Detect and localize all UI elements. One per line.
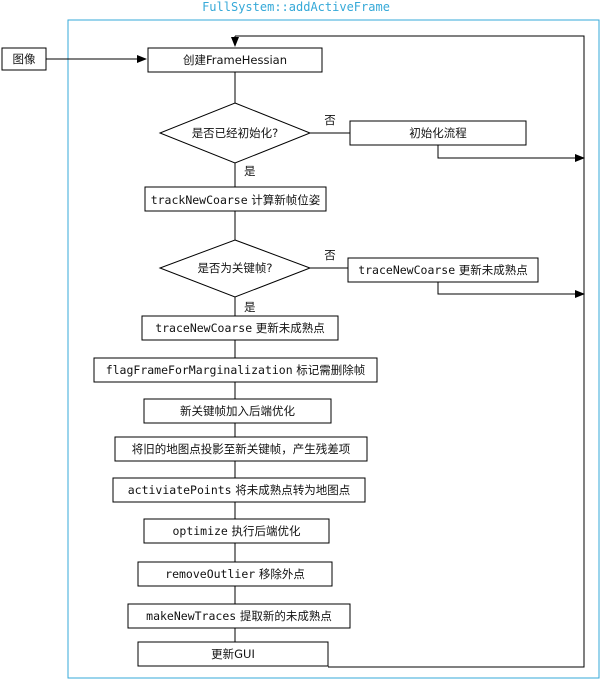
activate-box bbox=[112, 477, 366, 503]
optimize-label: optimize 执行后端优化 bbox=[172, 524, 301, 538]
optimize-box bbox=[143, 518, 330, 544]
track-label: trackNewCoarse 计算新帧位姿 bbox=[151, 193, 321, 207]
init-flow-label: 初始化流程 bbox=[409, 126, 467, 140]
add-backend-box bbox=[143, 398, 332, 424]
trace-main-box bbox=[141, 315, 339, 341]
make-box bbox=[127, 603, 351, 629]
init-flow-box bbox=[349, 120, 527, 146]
track-box bbox=[144, 186, 327, 212]
project-points-label: 将旧的地图点投影至新关键帧，产生残差项 bbox=[132, 442, 351, 456]
decision-initialized-label: 是否已经初始化? bbox=[192, 126, 279, 140]
trace-main-label: traceNewCoarse 更新未成熟点 bbox=[155, 321, 325, 335]
update-gui-box bbox=[137, 641, 329, 667]
edge-trace-side-to-loop bbox=[437, 282, 585, 298]
edge-init-to-loop bbox=[437, 145, 585, 162]
edge-q2-no-label: 否 bbox=[324, 248, 336, 262]
create-hessian-box bbox=[147, 47, 323, 73]
flag-label: flagFrameForMarginalization 标记需删除帧 bbox=[106, 363, 366, 377]
edge-q2-yes-label: 是 bbox=[244, 300, 256, 314]
trace-side-box bbox=[347, 257, 539, 283]
remove-box bbox=[137, 561, 333, 587]
make-label: makeNewTraces 提取新的未成熟点 bbox=[146, 609, 332, 623]
loop-back-line bbox=[235, 35, 585, 668]
decision-keyframe-label: 是否为关键帧? bbox=[197, 261, 272, 275]
remove-label: removeOutlier 移除外点 bbox=[165, 567, 305, 581]
function-frame bbox=[67, 19, 600, 679]
input-image-label: 图像 bbox=[13, 52, 36, 66]
edge-q1-no-label: 否 bbox=[324, 113, 336, 127]
add-backend-label: 新关键帧加入后端优化 bbox=[180, 404, 295, 418]
trace-side-label: traceNewCoarse 更新未成熟点 bbox=[358, 263, 528, 277]
edge-q1-yes-label: 是 bbox=[244, 164, 256, 178]
update-gui-label: 更新GUI bbox=[211, 647, 255, 661]
project-points-box bbox=[114, 436, 368, 462]
frame-title: FullSystem::addActiveFrame bbox=[202, 0, 390, 14]
activate-label: activiatePoints 将未成熟点转为地图点 bbox=[128, 483, 351, 497]
create-hessian-label: 创建FrameHessian bbox=[183, 53, 287, 67]
